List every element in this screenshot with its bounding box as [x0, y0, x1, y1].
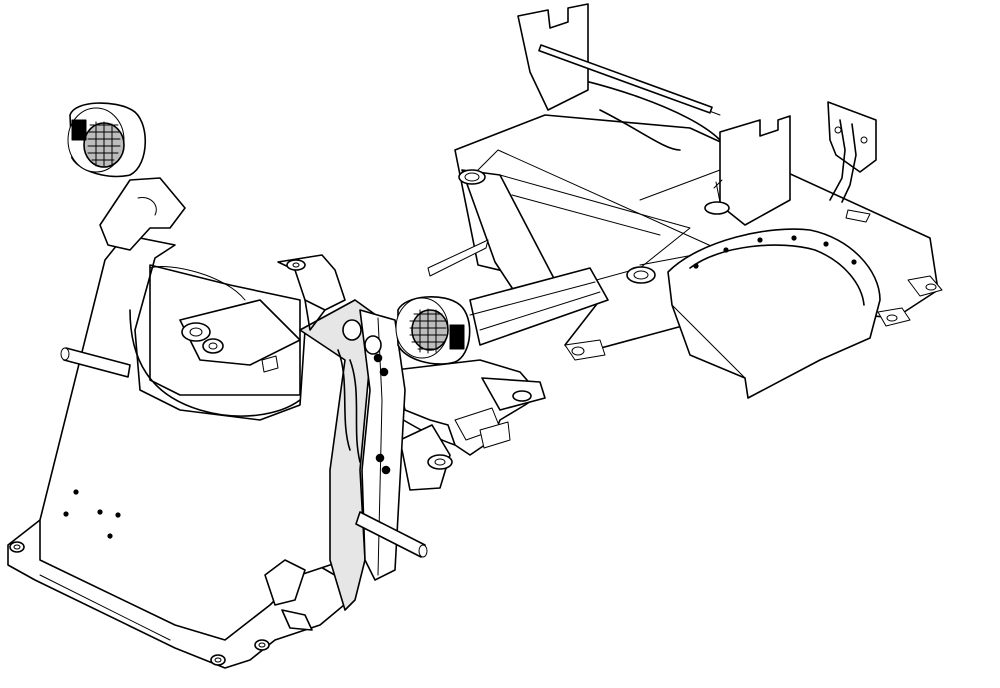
front-tower-channel [337, 309, 406, 581]
rear-work-lamp [67, 102, 147, 178]
left-loader-tower [7, 177, 381, 669]
mounting-plate-top [277, 254, 346, 331]
loader-crossmember [179, 299, 301, 373]
hitch-bracket [394, 359, 546, 491]
front-work-lamp [395, 295, 471, 365]
rear-fender [667, 228, 881, 399]
pivot-pin [60, 347, 428, 558]
axle-tube [469, 267, 609, 346]
